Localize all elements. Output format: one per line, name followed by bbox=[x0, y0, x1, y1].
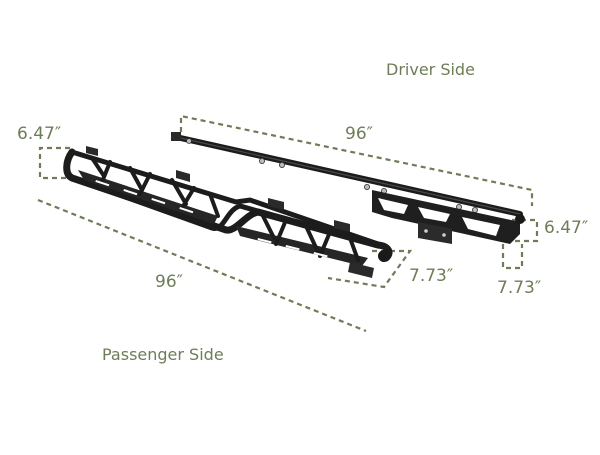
passenger-side-board bbox=[63, 146, 393, 278]
driver-side-board bbox=[171, 132, 525, 244]
passenger-width-label: 7.73″ bbox=[409, 266, 454, 286]
passenger-height-line bbox=[38, 146, 70, 180]
driver-height-label: 6.47″ bbox=[544, 218, 589, 238]
driver-width-label: 7.73″ bbox=[497, 278, 542, 298]
passenger-height-label: 6.47″ bbox=[17, 124, 62, 144]
driver-side-label: Driver Side bbox=[386, 60, 475, 79]
driver-width-line bbox=[501, 244, 524, 270]
passenger-length-line bbox=[37, 198, 367, 333]
passenger-side-label: Passenger Side bbox=[102, 345, 224, 364]
driver-length-label: 96″ bbox=[345, 124, 373, 144]
driver-length-line bbox=[179, 114, 534, 206]
passenger-length-label: 96″ bbox=[155, 272, 183, 292]
